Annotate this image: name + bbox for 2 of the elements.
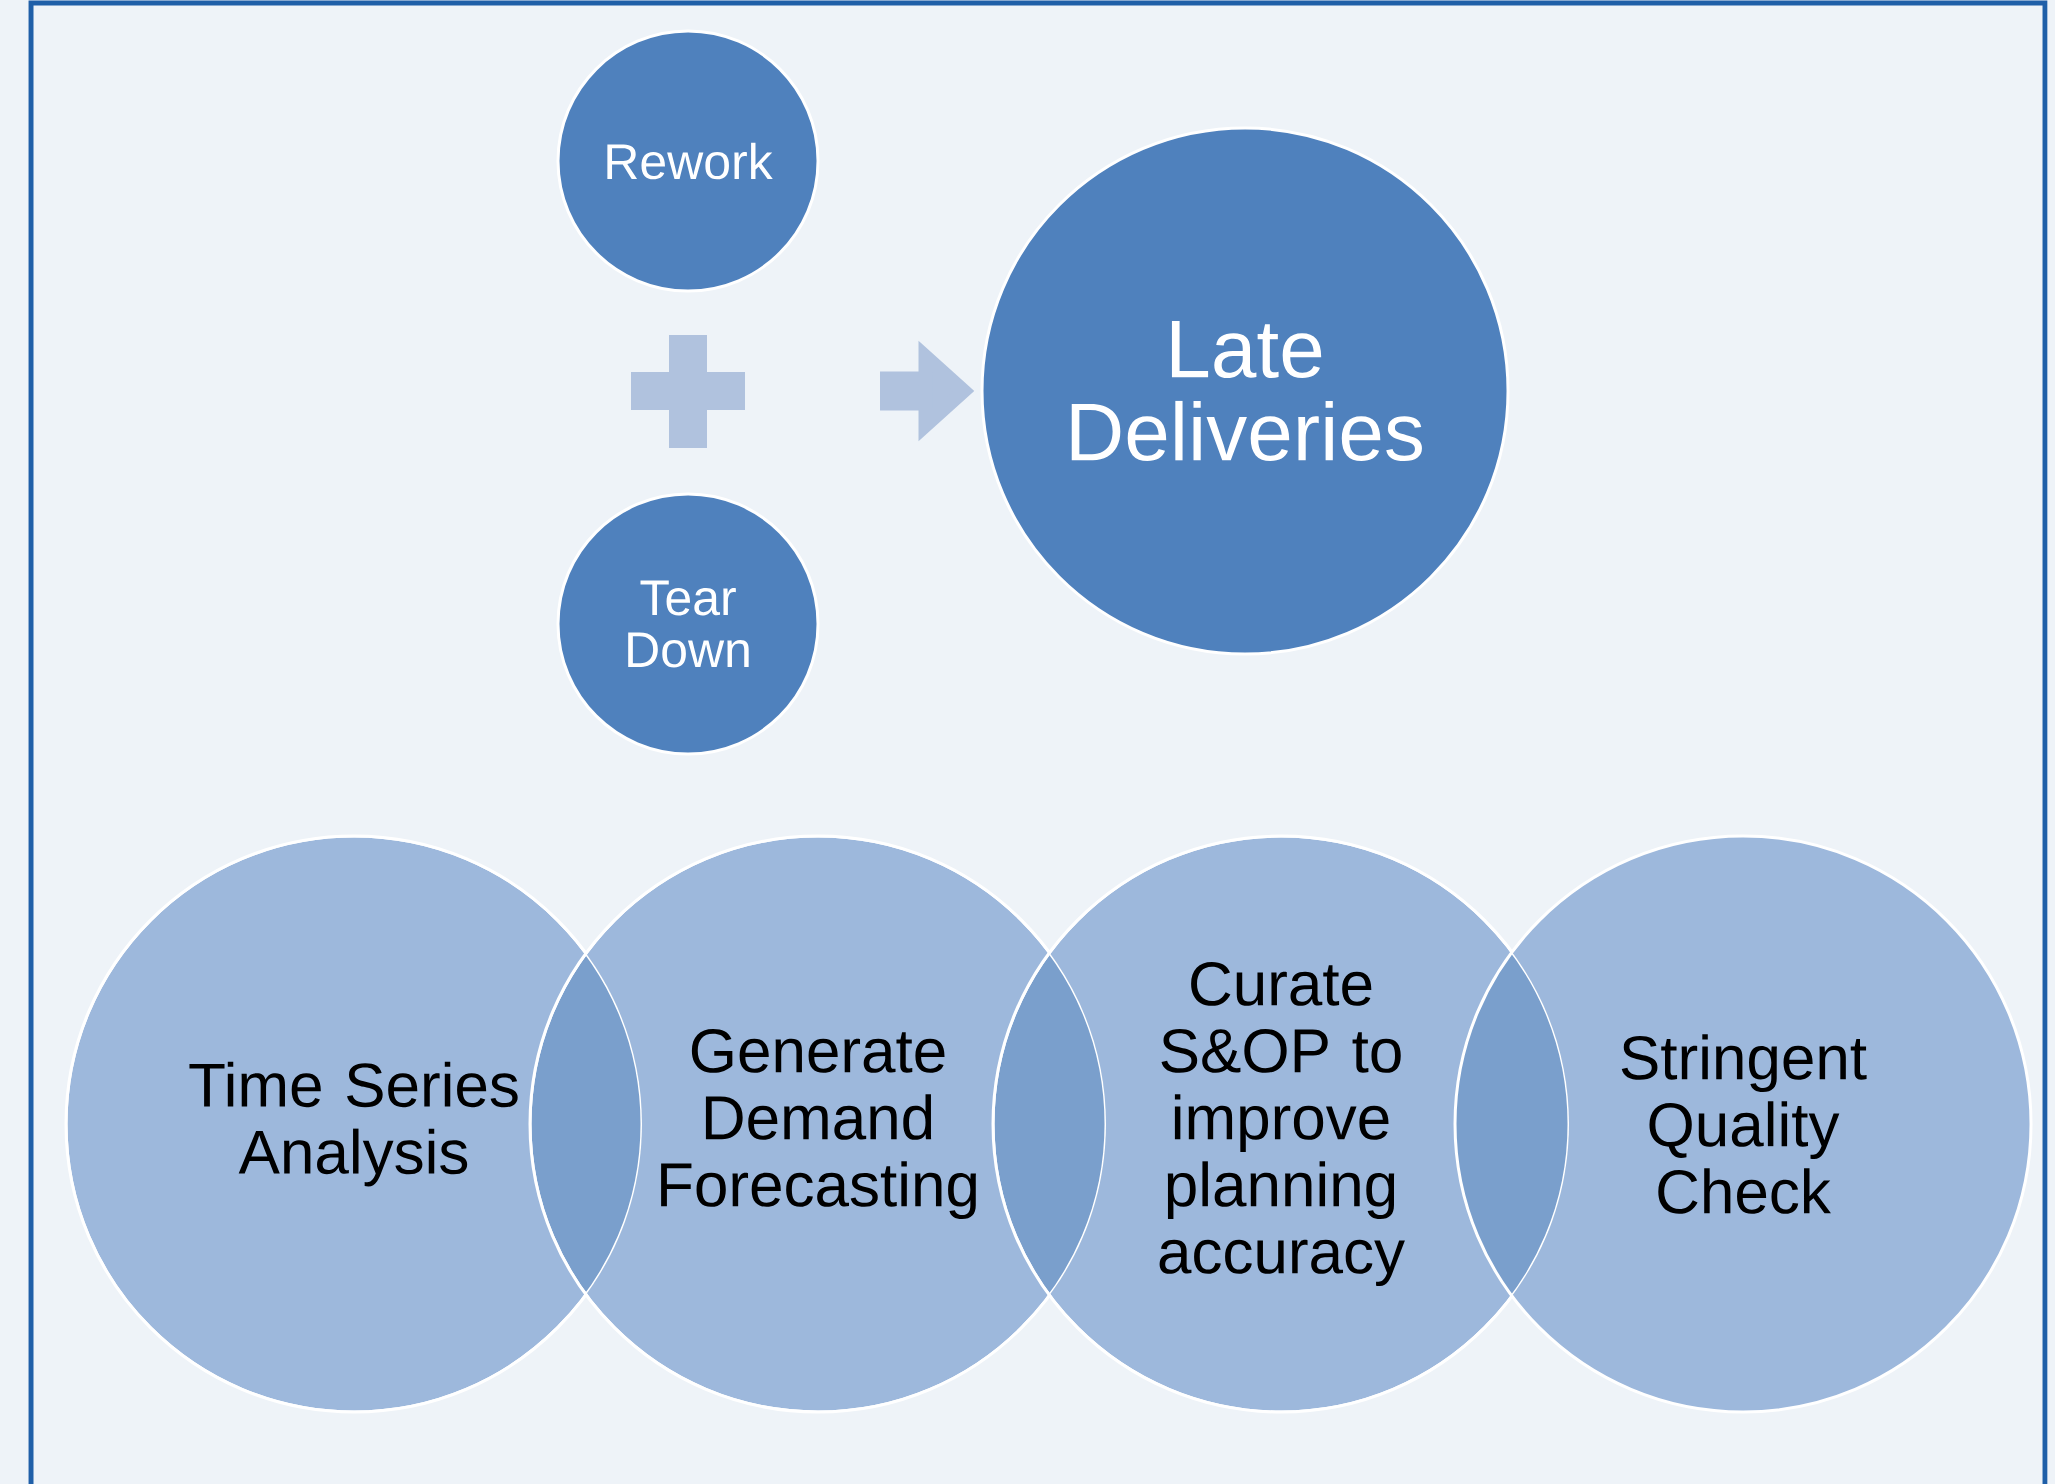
node-label: Curate S&OP to improve planning accuracy — [1159, 961, 1405, 1287]
node-label: Stringent Quality Check — [1621, 1034, 1867, 1214]
